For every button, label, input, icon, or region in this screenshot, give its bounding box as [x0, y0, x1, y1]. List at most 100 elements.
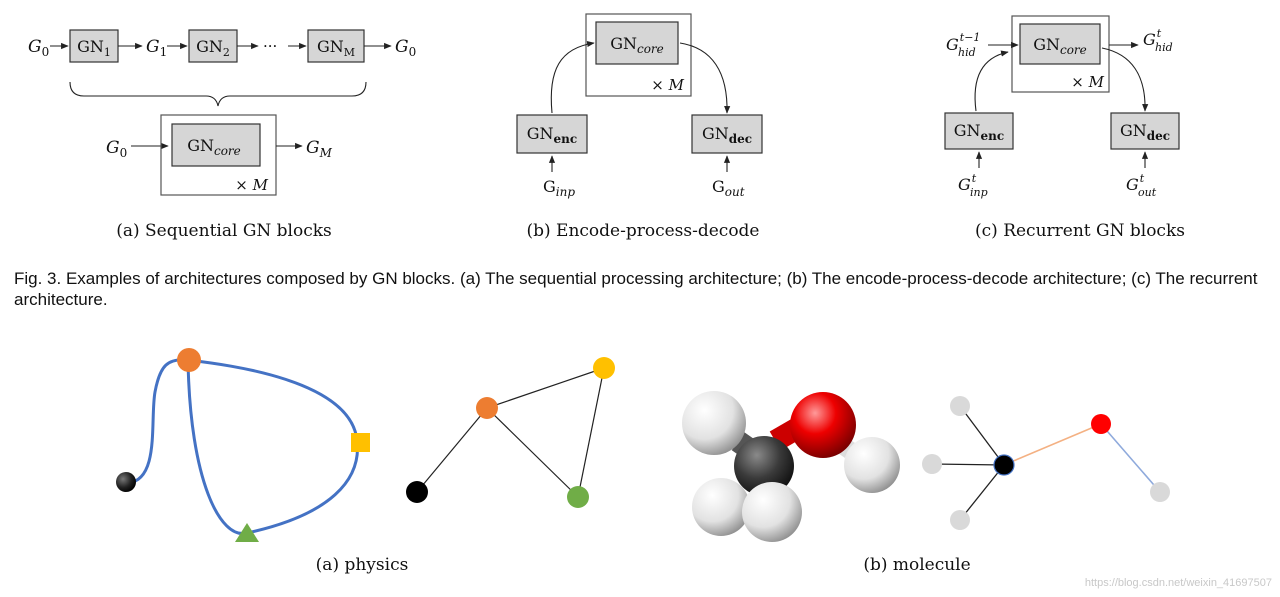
oxygen-atom — [790, 392, 856, 458]
svg-text:GNcore: GNcore — [187, 136, 241, 158]
svg-text:G0: G0 — [28, 37, 49, 59]
edge-o-h — [1100, 423, 1161, 493]
graph-node-green — [567, 486, 589, 508]
chain-g0-in: G0 — [28, 37, 49, 59]
graph-node-yellow — [593, 357, 615, 379]
grouping-brace — [69, 81, 367, 107]
svg-text:Gout: Gout — [712, 177, 745, 199]
svg-text:G0: G0 — [106, 138, 127, 160]
graph-node-oxygen — [1091, 414, 1111, 434]
svg-text:GNcore: GNcore — [610, 34, 664, 56]
orange-node — [177, 348, 201, 372]
box-gn-dec-b: GNdec — [691, 114, 763, 154]
edge-orange-yellow — [486, 367, 605, 409]
graph-node-carbon — [993, 454, 1015, 476]
box-gn-core-b: GNcore — [595, 21, 679, 65]
caption-panel-a: (a) Sequential GN blocks — [116, 221, 332, 241]
repeat-frame-c — [1011, 15, 1110, 93]
chain-ellipsis: ··· — [263, 37, 277, 55]
repeat-label-a: × M — [235, 176, 268, 194]
svg-text:GNM: GNM — [317, 37, 355, 59]
edge-yellow-green — [577, 367, 605, 498]
figure-caption: Fig. 3. Examples of architectures compos… — [14, 269, 1258, 309]
box-gn-dec-c: GNdec — [1110, 112, 1180, 150]
svg-text:Gt: Gt — [1126, 172, 1145, 194]
graph-node-h-left — [922, 454, 942, 474]
svg-text:GNcore: GNcore — [1033, 35, 1087, 57]
chain-g0-out: G0 — [395, 37, 416, 59]
graph-node-orange — [476, 397, 498, 419]
core-output-gm: GM — [306, 138, 333, 160]
repeat-frame — [160, 114, 277, 196]
panel-c-recurrent: GNcore × M Gt−1 hid Gt hid GNenc — [944, 15, 1185, 241]
edge-c-h-top — [959, 405, 1005, 466]
repeat-frame-b — [585, 13, 692, 97]
edge-c-o — [1003, 423, 1102, 466]
yellow-square-node — [351, 433, 370, 452]
graph-node-h-bottom — [950, 510, 970, 530]
caption-molecule: (b) molecule — [863, 555, 970, 575]
green-triangle-node — [235, 523, 259, 542]
svg-text:G0: G0 — [395, 37, 416, 59]
svg-text:Gt: Gt — [1143, 27, 1162, 49]
edge-c-h-bottom — [959, 464, 1005, 521]
svg-text:G1: G1 — [146, 37, 167, 59]
box-gn-core-c: GNcore — [1019, 23, 1101, 65]
graph-node-h-hydroxyl — [1150, 482, 1170, 502]
svg-text:Gt−1: Gt−1 — [946, 31, 980, 54]
svg-text:GNdec: GNdec — [702, 124, 752, 146]
carbon-atom — [734, 436, 794, 496]
svg-text:GM: GM — [306, 138, 333, 160]
black-ball-node — [116, 472, 136, 492]
chain-g1: G1 — [146, 37, 167, 59]
hydrogen-atom-1 — [682, 391, 746, 455]
box-gn-enc-c: GNenc — [944, 112, 1014, 150]
arrow-core-to-dec — [679, 42, 731, 114]
hydrogen-atom-hydroxyl — [844, 437, 900, 493]
caption-panel-c: (c) Recurrent GN blocks — [975, 221, 1185, 241]
hydrogen-atom-3 — [742, 482, 802, 542]
graph-node-black — [406, 481, 428, 503]
molecule-graph — [922, 396, 1170, 530]
hydrogen-atom-2 — [692, 478, 750, 536]
hid-out-g: Gt hid — [1143, 27, 1173, 54]
repeat-label-c: × M — [1071, 73, 1104, 91]
svg-text:Gt: Gt — [958, 172, 977, 194]
svg-text:out: out — [1138, 186, 1157, 199]
caption-panel-b: (b) Encode-process-decode — [526, 221, 759, 241]
input-g-inp-b: Ginp — [543, 177, 575, 199]
box-gn-enc-b: GNenc — [516, 114, 588, 154]
edge-c-h-left — [931, 463, 1005, 466]
graph-node-h-top — [950, 396, 970, 416]
physics-graph — [406, 357, 615, 508]
physics-rope-illustration — [116, 348, 370, 542]
svg-text:GNdec: GNdec — [1120, 121, 1170, 143]
rope-curve — [127, 358, 359, 536]
svg-text:inp: inp — [970, 186, 988, 199]
svg-text:hid: hid — [1155, 41, 1173, 54]
caption-physics: (a) physics — [316, 555, 409, 575]
svg-text:GN2: GN2 — [196, 37, 230, 59]
svg-text:hid: hid — [958, 46, 976, 59]
input-g-inp-c: Gt inp — [958, 172, 988, 199]
arrow-enc-to-core — [550, 40, 595, 114]
panel-a-sequential: G0 GN1 G1 GN2 ··· GNM — [28, 29, 416, 241]
methanol-ball-model — [682, 391, 900, 542]
svg-text:Ginp: Ginp — [543, 177, 575, 199]
output-g-out-c: Gt out — [1126, 172, 1157, 199]
watermark-url: https://blog.csdn.net/weixin_41697507 — [1084, 577, 1272, 589]
box-gnm: GNM — [307, 29, 365, 63]
box-gn1: GN1 — [69, 29, 119, 63]
core-input-g0: G0 — [106, 138, 127, 160]
svg-text:GNenc: GNenc — [527, 124, 577, 146]
output-g-out-b: Gout — [712, 177, 745, 199]
svg-text:GN1: GN1 — [77, 37, 111, 59]
edge-black-orange — [416, 407, 488, 493]
edge-orange-green — [486, 407, 579, 498]
box-gn2: GN2 — [188, 29, 238, 63]
svg-text:GNenc: GNenc — [954, 121, 1004, 143]
box-gn-core-a: GNcore — [171, 123, 261, 167]
arrow-core-to-dec-c — [1101, 47, 1149, 112]
